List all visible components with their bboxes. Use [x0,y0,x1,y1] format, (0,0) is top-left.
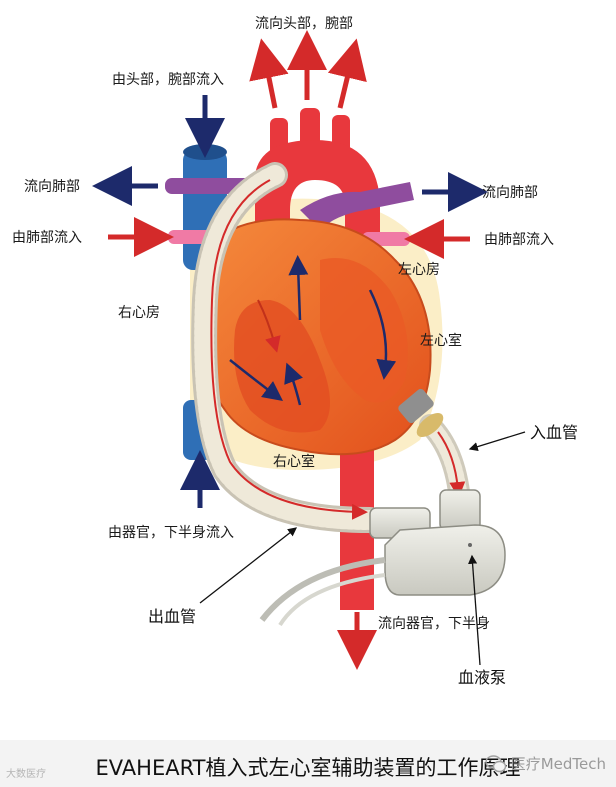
flow-arrow-rv [229,359,283,402]
label-blood-pump: 血液泵 [458,668,506,687]
svc-opening [183,144,227,160]
label-lung-out-right: 流向肺部 [482,185,538,201]
watermark-right: 医疗MedTech [485,753,606,774]
flow-arrow-ra [257,299,281,353]
label-left-ventricle: 左心室 [420,332,462,349]
figure-caption: EVAHEART植入式左心室辅助装置的工作原理 [95,756,521,780]
label-right-atrium: 右心房 [118,305,160,321]
diagram-canvas: 流向头部，腕部 由头部，腕部流入 流向肺部 流向肺部 由肺部流入 由肺部流入 左… [12,16,578,687]
blood-pump-device [369,489,506,596]
arrow-top-out-1 [249,38,289,109]
label-left-atrium: 左心房 [398,262,440,278]
label-lung-in-right: 由肺部流入 [484,232,554,248]
label-top-out: 流向头部，腕部 [255,16,353,32]
outflow-graft [191,162,383,533]
flow-arrow-rv2 [284,362,303,406]
watermark-left: 大数医疗 [6,769,46,780]
label-lung-in-left: 由肺部流入 [12,230,82,246]
watermark-right-text: 医疗MedTech [510,755,606,773]
label-outflow-cannula: 出血管 [148,607,196,626]
drive-cable [259,557,386,622]
label-lung-out-left: 流向肺部 [24,179,80,195]
right-ventricle-region [234,300,330,433]
label-inflow-cannula: 入血管 [530,423,578,442]
leader-pump [468,554,481,666]
wechat-icon [485,754,506,772]
label-top-in: 由头部，腕部流入 [112,72,224,88]
flow-arrow-septum [288,255,309,321]
drive-cable-2 [278,573,386,627]
leader-inflow [468,431,526,452]
pulmonary-artery-right [300,182,414,230]
caption-bar [0,740,616,787]
label-right-ventricle: 右心室 [273,453,315,470]
label-lower-in: 由器官，下半身流入 [108,525,234,541]
arrow-top-out-3 [327,38,367,109]
flow-arrow-lv [368,289,397,380]
leader-outflow [199,527,298,604]
label-lower-out: 流向器官，下半身 [378,616,490,632]
